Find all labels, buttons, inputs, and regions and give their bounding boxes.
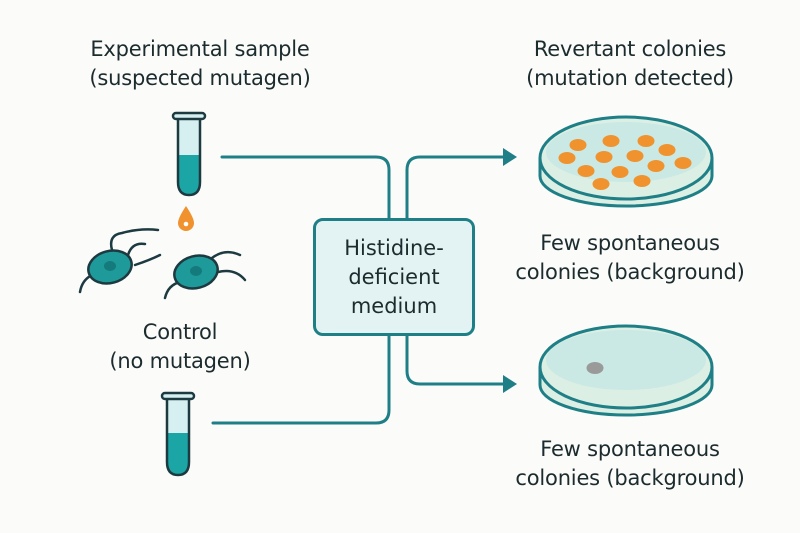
colony: [558, 152, 576, 164]
control-label: Control (no mutagen): [109, 320, 251, 373]
colony: [602, 135, 620, 147]
colony: [637, 135, 655, 147]
test-tube-icon: [171, 111, 207, 197]
histidine-deficient-medium-box: Histidine- deficient medium: [313, 218, 475, 336]
bacteria-icon: [163, 250, 247, 300]
colony: [611, 166, 629, 178]
arrow-head-revertant: [503, 148, 517, 166]
mutagen-drop-icon: [178, 206, 194, 231]
colony: [626, 150, 644, 162]
background-caption: Few spontaneous colonies (background): [515, 437, 745, 490]
connector-to-background: [405, 334, 507, 386]
arrow-head-background: [503, 375, 517, 393]
bacteria-icon: [78, 228, 162, 294]
experimental-sample-label: Experimental sample (suspected mutagen): [89, 37, 311, 90]
colony: [577, 165, 595, 177]
colonies-background: [586, 362, 604, 374]
colony: [633, 175, 651, 187]
revertant-heading: Revertant colonies (mutation detected): [526, 37, 734, 90]
revertant-caption: Few spontaneous colonies (background): [515, 231, 745, 284]
petri-dish-icon: [538, 324, 714, 417]
petri-dish-icon: [538, 115, 714, 208]
colony: [586, 362, 604, 374]
colony: [658, 144, 676, 156]
colonies-revertant: [558, 135, 692, 190]
connector-to-revertant: [405, 155, 507, 220]
colony: [674, 157, 692, 169]
colony: [569, 139, 587, 151]
test-tube-icon: [160, 391, 196, 477]
colony: [592, 178, 610, 190]
colony: [595, 151, 613, 163]
connector-experimental: [220, 155, 391, 220]
connector-control: [211, 334, 391, 425]
colony: [647, 160, 665, 172]
